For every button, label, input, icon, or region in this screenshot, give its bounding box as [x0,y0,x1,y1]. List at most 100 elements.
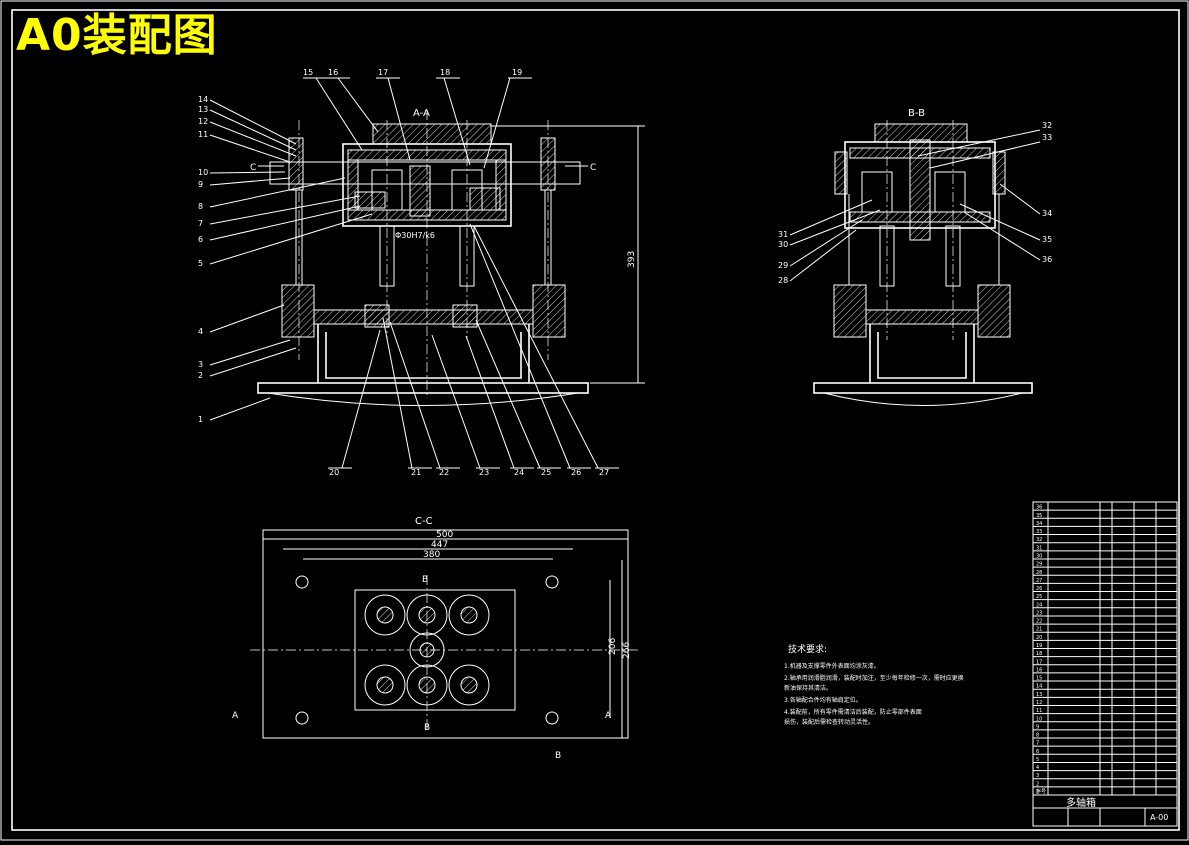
svg-text:31: 31 [778,230,788,239]
parts-row-index: 13 [1036,692,1042,698]
svg-text:11: 11 [198,130,208,139]
parts-row-index: 19 [1036,643,1042,649]
svg-text:29: 29 [778,261,788,270]
svg-text:33: 33 [1042,133,1052,142]
callouts-bottom: 20 21 22 23 24 25 26 27 [328,223,619,477]
svg-text:1: 1 [198,415,203,424]
parts-row-index: 29 [1036,562,1042,568]
inner-border [11,9,1180,831]
svg-text:15: 15 [303,68,313,77]
svg-text:28: 28 [778,276,788,285]
parts-row-index: 11 [1036,708,1042,714]
guide-block-right [532,284,566,338]
parts-row-index: 3 [1036,773,1039,779]
svg-text:2: 2 [198,371,203,380]
section-mark-a-left: A [232,711,239,721]
parts-row-index: 5 [1036,757,1039,763]
svg-text:21: 21 [411,468,421,477]
parts-row-index: 6 [1036,749,1039,755]
parts-list: 3635343332313029282726252423222120191817… [1032,501,1178,827]
cc-spindle-holes [364,594,490,706]
tech-requirements: 技术要求: 1.机器及支撑零件外表面均涂灰漆。 2.轴承用润滑脂润滑，装配时加注… [784,643,964,726]
section-view-cc: C-C 500 447 380 206 266 A A [232,516,640,761]
jig-plate [313,309,534,325]
section-view-bb: B-B 31 30 29 28 32 33 34 35 [778,108,1052,406]
svg-text:2.轴承用润滑脂润滑，装配时加注，至少每年检修一次，需时应更: 2.轴承用润滑脂润滑，装配时加注，至少每年检修一次，需时应更换 [784,674,964,682]
svg-text:4.装配前，所有零件需清洁后装配，防止零部件表面: 4.装配前，所有零件需清洁后装配，防止零部件表面 [784,708,922,716]
parts-row-index: 20 [1036,635,1042,641]
parts-row-index: 26 [1036,586,1042,592]
parts-row-index: 23 [1036,610,1042,616]
guide-block-left [281,284,315,338]
parts-row-index: 2 [1036,781,1039,787]
svg-text:6: 6 [198,235,203,244]
parts-row-index: 7 [1036,741,1039,747]
parts-row-index: 28 [1036,570,1042,576]
svg-text:30: 30 [778,240,788,249]
callouts-left: 14 13 12 11 10 9 8 7 6 5 4 3 2 1 [198,95,373,424]
svg-text:36: 36 [1042,255,1052,264]
parts-row-index: 8 [1036,733,1039,739]
svg-text:4: 4 [198,327,203,336]
dim-380: 380 [423,550,440,560]
top-plate [372,123,492,145]
view-title-aa: A-A [413,108,430,119]
svg-text:1.机器及支撑零件外表面均涂灰漆。: 1.机器及支撑零件外表面均涂灰漆。 [784,662,880,670]
parts-row-index: 22 [1036,619,1042,625]
drawing-banner: A0装配图 [16,10,218,61]
svg-text:35: 35 [1042,235,1052,244]
section-mark-b-lower: B [555,751,561,761]
svg-text:13: 13 [198,105,208,114]
svg-text:25: 25 [541,468,551,477]
section-view-aa: A-A Φ30H7/k6 [198,68,645,477]
base-plate [257,382,589,394]
tech-title: 技术要求: [788,643,827,655]
parts-row-index: 33 [1036,529,1042,535]
section-mark-b-bottom: B [424,723,430,733]
svg-text:16: 16 [328,68,338,77]
svg-text:3: 3 [198,360,203,369]
svg-text:10: 10 [198,168,208,177]
parts-row-index: 9 [1036,724,1039,730]
section-mark-b-top: B [422,575,428,585]
svg-text:7: 7 [198,219,203,228]
svg-text:18: 18 [440,68,450,77]
svg-text:22: 22 [439,468,449,477]
parts-row-index: 14 [1036,684,1042,690]
callouts-bb-right: 32 33 34 35 36 [917,121,1052,264]
svg-text:9: 9 [198,180,203,189]
parts-row-index: 34 [1036,521,1042,527]
parts-row-index: 36 [1036,505,1042,511]
parts-row-index: 24 [1036,602,1042,608]
svg-text:新油保持其清洁。: 新油保持其清洁。 [784,684,832,692]
parts-row-index: 10 [1036,716,1042,722]
svg-text:8: 8 [198,202,203,211]
dim-447: 447 [431,540,448,550]
parts-row-index: 12 [1036,700,1042,706]
section-mark-a-right: A [605,711,612,721]
callouts-bb-left: 31 30 29 28 [778,199,881,285]
parts-footer-label: 序号 [1036,788,1046,795]
parts-row-index: 31 [1036,545,1042,551]
drawing-number: A-00 [1150,813,1168,822]
svg-text:23: 23 [479,468,489,477]
parts-row-index: 35 [1036,513,1042,519]
svg-text:损伤，装配后需检查转动灵活性。: 损伤，装配后需检查转动灵活性。 [784,718,874,726]
svg-text:17: 17 [378,68,388,77]
parts-row-index: 15 [1036,676,1042,682]
parts-row-index: 21 [1036,627,1042,633]
svg-text:20: 20 [329,468,339,477]
parts-row-index: 16 [1036,667,1042,673]
svg-text:12: 12 [198,117,208,126]
svg-text:26: 26 [571,468,581,477]
parts-row-index: 27 [1036,578,1042,584]
parts-row-index: 17 [1036,659,1042,665]
dim-266: 266 [622,642,632,659]
parts-row-index: 25 [1036,594,1042,600]
svg-text:14: 14 [198,95,208,104]
view-title-bb: B-B [908,108,925,119]
dim-206: 206 [608,638,618,655]
svg-text:5: 5 [198,259,203,268]
